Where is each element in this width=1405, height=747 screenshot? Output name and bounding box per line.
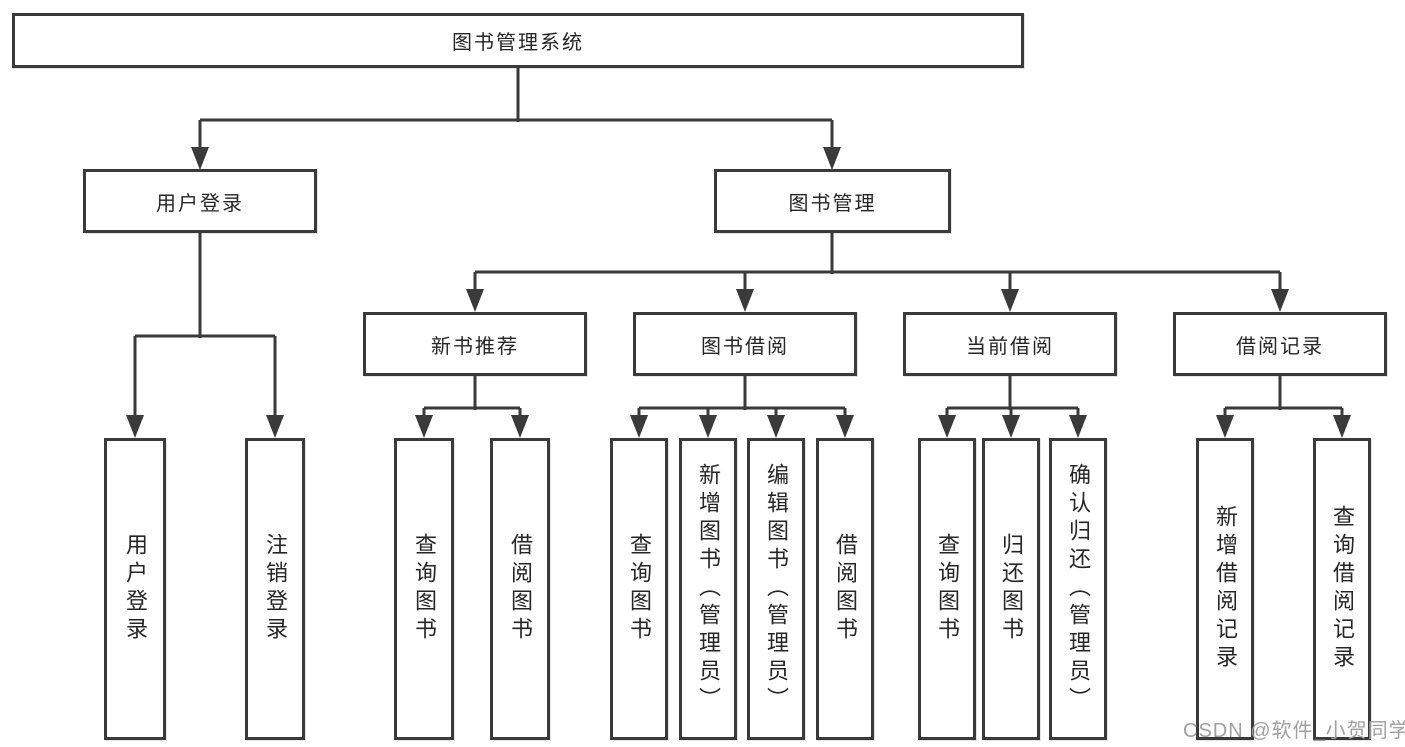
node-user-login: 用户登录 bbox=[83, 169, 317, 233]
node-library-system-label: 图书管理系统 bbox=[452, 32, 584, 54]
leaf-return-book-label: 归还图书 bbox=[999, 533, 1024, 645]
leaf-borrow-books-1-label: 借阅图书 bbox=[508, 533, 533, 645]
leaf-return-book: 归还图书 bbox=[982, 438, 1040, 740]
node-current-borrow-label: 当前借阅 bbox=[966, 335, 1054, 358]
leaf-logout-login: 注销登录 bbox=[245, 438, 305, 740]
leaf-query-books-3: 查询图书 bbox=[918, 438, 976, 740]
leaf-logout-login-label: 注销登录 bbox=[263, 533, 288, 645]
leaf-add-book-admin-label: 新增图书（管理员） bbox=[696, 463, 721, 715]
node-book-management-label: 图书管理 bbox=[788, 192, 877, 215]
node-current-borrow: 当前借阅 bbox=[903, 312, 1117, 376]
node-borrow-records-label: 借阅记录 bbox=[1236, 335, 1324, 358]
leaf-query-borrow-record-label: 查询借阅记录 bbox=[1330, 505, 1355, 673]
leaf-borrow-books-1: 借阅图书 bbox=[490, 438, 550, 740]
leaf-add-book-admin: 新增图书（管理员） bbox=[679, 438, 737, 740]
node-new-book-recommend: 新书推荐 bbox=[363, 312, 587, 376]
leaf-query-books-3-label: 查询图书 bbox=[935, 533, 960, 645]
leaf-query-books-1: 查询图书 bbox=[394, 438, 454, 740]
node-library-system: 图书管理系统 bbox=[12, 13, 1024, 68]
leaf-user-login: 用户登录 bbox=[104, 438, 166, 740]
node-book-borrow: 图书借阅 bbox=[633, 312, 857, 376]
arrowheads bbox=[126, 147, 1351, 438]
leaf-borrow-books-2-label: 借阅图书 bbox=[833, 533, 858, 645]
watermark: CSDN @软件_小贺同学 bbox=[1183, 720, 1405, 742]
leaf-user-login-label: 用户登录 bbox=[123, 533, 148, 645]
leaf-query-books-2-label: 查询图书 bbox=[627, 533, 652, 645]
leaf-add-borrow-record: 新增借阅记录 bbox=[1196, 438, 1254, 740]
leaf-confirm-return-admin: 确认归还（管理员） bbox=[1049, 438, 1107, 740]
node-borrow-records: 借阅记录 bbox=[1173, 312, 1387, 376]
node-book-management: 图书管理 bbox=[714, 169, 951, 233]
node-book-borrow-label: 图书借阅 bbox=[701, 335, 789, 358]
leaf-add-borrow-record-label: 新增借阅记录 bbox=[1213, 505, 1238, 673]
leaf-query-books-2: 查询图书 bbox=[610, 438, 668, 740]
leaf-edit-book-admin: 编辑图书（管理员） bbox=[747, 438, 805, 740]
leaf-edit-book-admin-label: 编辑图书（管理员） bbox=[764, 463, 789, 715]
node-user-login-label: 用户登录 bbox=[156, 192, 244, 215]
node-new-book-recommend-label: 新书推荐 bbox=[431, 335, 519, 358]
leaf-borrow-books-2: 借阅图书 bbox=[816, 438, 874, 740]
leaf-query-borrow-record: 查询借阅记录 bbox=[1313, 438, 1371, 740]
leaf-confirm-return-admin-label: 确认归还（管理员） bbox=[1066, 463, 1091, 715]
leaf-query-books-1-label: 查询图书 bbox=[412, 533, 437, 645]
